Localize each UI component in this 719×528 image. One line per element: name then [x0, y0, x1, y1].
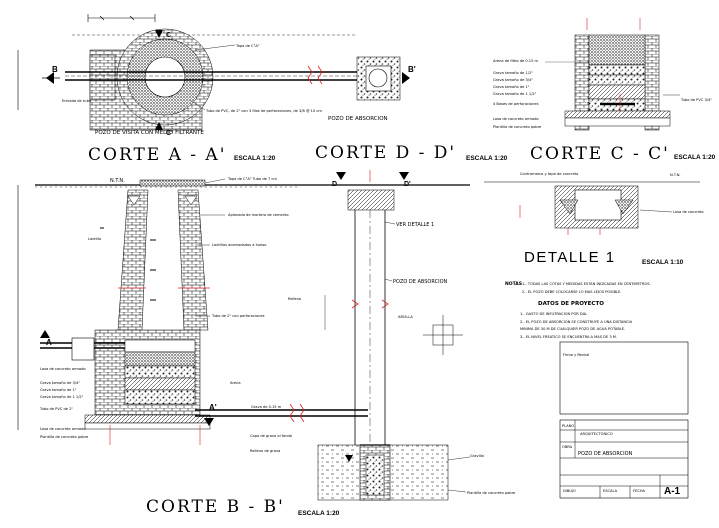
corte-b-note-left: Tubo de PVC de 2": [39, 407, 73, 411]
notes-line: 1.- TODAS LAS COTAS Y MEDIDAS ESTAN INDI…: [522, 282, 651, 286]
bottom-right: FECHA: [633, 489, 646, 493]
corte-c-note: Grava tamaño de 1/2": [493, 71, 533, 75]
base-slab: [84, 414, 211, 424]
corte-c-right-note: Tubo de PVC 3/4": [680, 98, 712, 102]
corte-c-section: Tubo de PVC 3/4" Arena de filtro de 0.15…: [493, 18, 712, 131]
detalle-nat: N.T.N.: [670, 173, 681, 177]
note-tapa: Tapa de C°A°: [235, 44, 260, 48]
datos-line: 2.- EL POZO DE ABSORCION SE CONSTRUYE A …: [520, 320, 633, 324]
relleno-label: Relleno: [288, 297, 301, 301]
mark-a: A: [46, 338, 52, 347]
ver-detalle-label: VER DETALLE 1: [396, 222, 434, 228]
pozo-label: POZO DE ABSORCION: [393, 279, 447, 285]
mark-d: D: [332, 181, 337, 188]
bottom-mid: ESCALA: [603, 489, 618, 493]
corte-b-note-right: Ladrillos acomodados a hueso: [212, 243, 266, 247]
section-mark-b2: B': [408, 65, 416, 74]
corte-b-note-right: Tapa de C°A° Tubo de 7 cm: [227, 177, 277, 181]
value-obra: POZO DE ABSORCION: [578, 451, 632, 457]
corte-c-notes: Arena de filtro de 0.15 m Grava tamaño d…: [493, 59, 589, 129]
detalle-top-note: Contramarco y tapa de concreto: [520, 172, 578, 176]
chimney-wall-right: [177, 189, 209, 331]
signature-box: [559, 341, 689, 415]
gravilla-label: Gravilla: [470, 454, 484, 458]
title-corte-bb: CORTE B - B': [146, 497, 285, 517]
corte-c-note: Grava tamaño de 1 1/2": [493, 92, 537, 96]
arcilla-label: ARCILLA: [398, 315, 413, 319]
chimney-wall-left: [117, 189, 149, 331]
corte-b-note-left: Plantilla de concreto pobre: [40, 435, 89, 439]
value-plano: ARQUITECTONICO: [580, 432, 613, 436]
corte-c-note: Grava tamaño de 1": [493, 85, 530, 89]
arena-label: Arena: [230, 381, 241, 385]
scale-corte-cc: ESCALA 1:20: [674, 154, 716, 161]
mark-a2: A': [209, 403, 217, 412]
section-mark-c2: C': [166, 130, 173, 137]
plan-view: B B' C C' Tapa de C°A° Tubo de PVC, de 2…: [17, 14, 416, 137]
corte-b-note-left: Grava tamaño de 1": [40, 388, 77, 392]
level-label: N.T.N.: [110, 178, 125, 184]
corte-c-note: Plantilla de concreto pobre: [493, 125, 542, 129]
title-block: Firma y Revisó PLANO ARQUITECTONICO OBRA…: [559, 341, 689, 499]
corte-c-note: Grava tamaño de 3/4": [493, 78, 533, 82]
note-entrada: Entrada de tubo: [62, 99, 91, 103]
scale-corte-bb: ESCALA 1:20: [298, 510, 340, 517]
datos-line: MINIMA DE 30 M DE CUALQUIER POZO DE AGUA…: [520, 327, 625, 331]
sand-filter-layer: [588, 34, 646, 66]
scale-corte-dd: ESCALA 1:20: [466, 155, 508, 162]
caption-well: POZO DE VISITA CON MEDIO FILTRANTE: [95, 130, 204, 136]
mark-d2: D': [404, 181, 411, 188]
field-obra: OBRA: [562, 445, 573, 449]
signature-label: Firma y Revisó: [563, 353, 589, 357]
corte-c-note: Arena de filtro de 0.15 m: [493, 59, 539, 63]
scale-corte-aa: ESCALA 1:20: [234, 155, 276, 162]
bottom-note: Plantilla de concreto pobre: [467, 491, 516, 495]
datos-title: DATOS DE PROYECTO: [538, 301, 604, 307]
notes-block: NOTAS 1.- TODAS LAS COTAS Y MEDIDAS ESTA…: [505, 281, 651, 339]
title-box: [559, 419, 689, 499]
corte-c-note: 4 Bases de perforaciones: [493, 102, 539, 106]
concrete-slab: [564, 110, 671, 119]
datos-line: 1.- GASTO DE INFILTRACION POR DIA.: [520, 312, 587, 316]
corte-b-note-right: Aplanado de mortero de cemento: [228, 213, 289, 217]
section-mark-c: C: [166, 32, 171, 39]
section-mark-b: B: [52, 65, 58, 74]
label-brick: Ladrillo: [88, 237, 101, 241]
title-corte-aa: CORTE A - A': [88, 145, 226, 165]
scale-detalle: ESCALA 1:10: [642, 259, 684, 266]
corte-b-section: N.T.N. A A': [17, 170, 516, 501]
corte-b-notes-left: Losa de concreto armado Grava tamaño de …: [39, 367, 89, 439]
corte-b-note-left: Grava tamaño de 1 1/2": [40, 395, 84, 399]
corte-b-note-right: Tubo de 2" con perforaciones: [211, 314, 265, 318]
caption-pozo: POZO DE ABSORCION: [328, 116, 388, 122]
corte-b-note-left: Losa de concreto armado: [40, 367, 86, 371]
relleno-bottom-label: Relleno de grava: [250, 449, 280, 453]
notes-heading: NOTAS: [505, 281, 522, 287]
corte-c-note: Losa de concreto armado: [493, 117, 539, 121]
corte-b-note-left: Grava tamaño de 3/4": [40, 381, 80, 385]
field-plano: PLANO: [562, 424, 574, 428]
grava-label: Grava de 0.15 m: [251, 405, 282, 409]
note-pipe: Tubo de PVC, de 2" con 3 filas de perfor…: [205, 109, 322, 113]
bottom-left: DIBUJO: [563, 489, 576, 493]
notes-line: 2.- EL POZO DEBE COLOCARSE LO MAS LEJOS …: [522, 290, 621, 294]
datos-line: 3.- EL NIVEL FREATICO SE ENCUENTRA A MAS…: [520, 335, 617, 339]
capa-grava-label: Capa de grava al fondo: [250, 434, 292, 438]
pozo-cap: [347, 189, 395, 211]
detalle-1: Contramarco y tapa de concreto N.T.N. Lo…: [484, 172, 704, 266]
title-detalle: DETALLE 1: [524, 249, 616, 266]
sheet-number: A-1: [664, 486, 681, 497]
title-corte-cc: CORTE C - C': [530, 144, 670, 164]
detalle-right-note: Losa de concreto: [673, 210, 704, 214]
corte-b-note-left: Losa de concreto armado: [40, 427, 86, 431]
title-corte-dd: CORTE D - D': [315, 143, 456, 163]
